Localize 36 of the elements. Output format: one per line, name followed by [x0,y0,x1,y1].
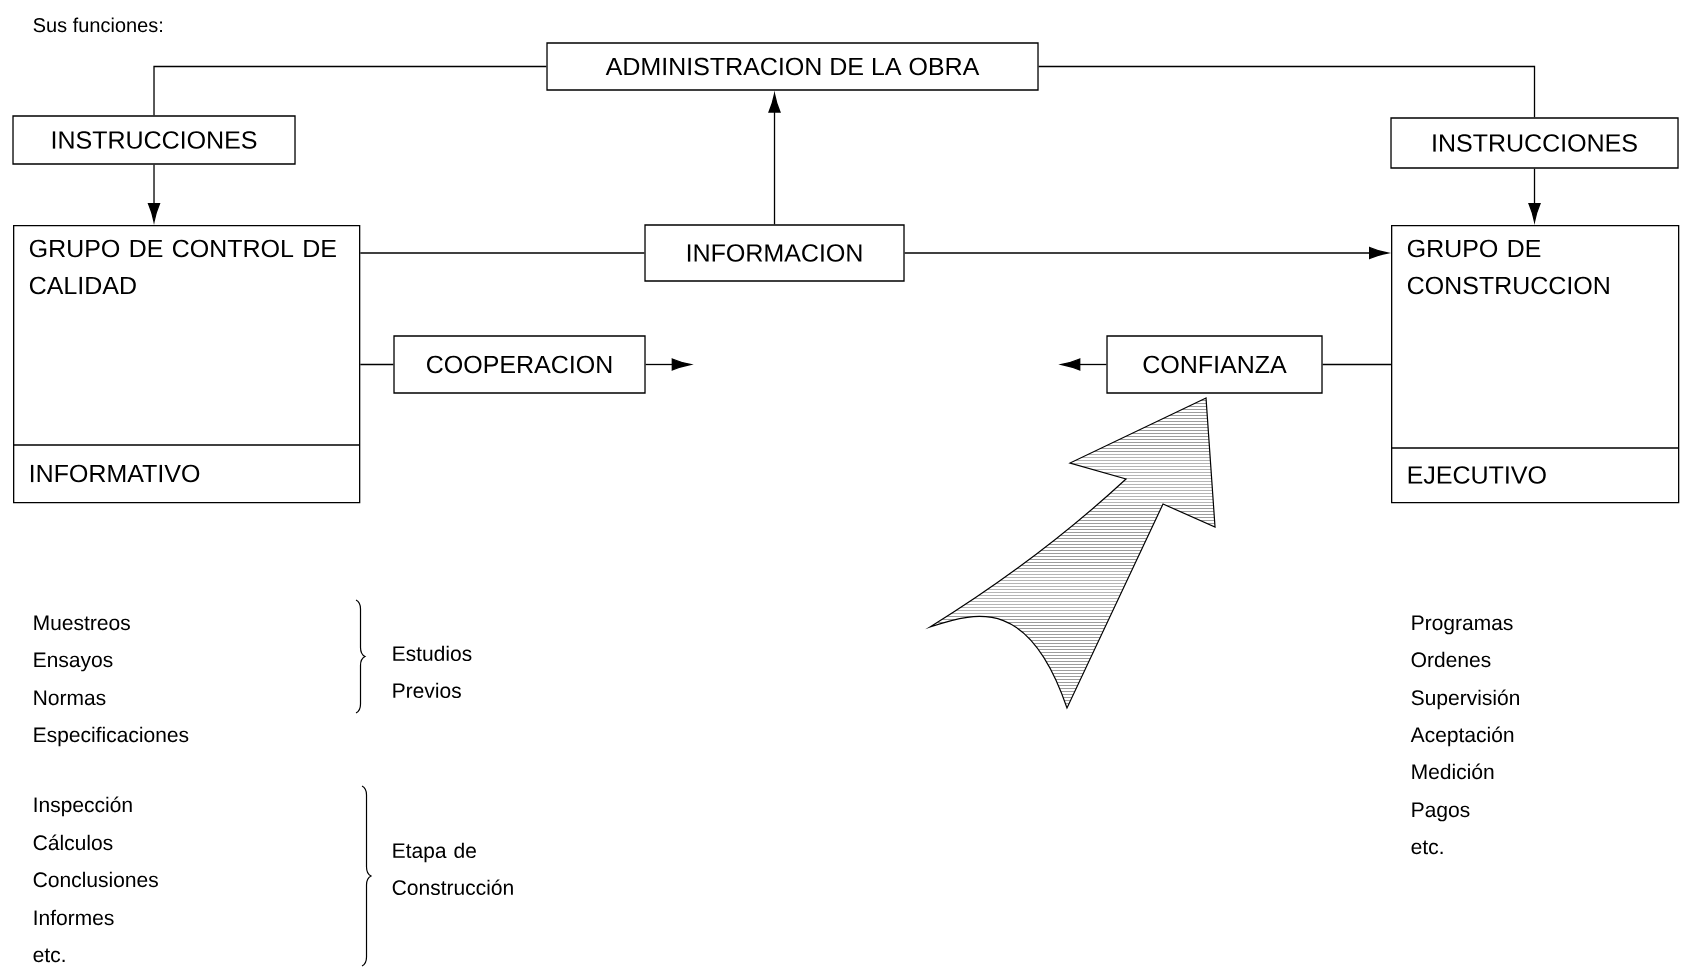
label-box: CONFIANZA [1106,335,1323,394]
list-item: Conclusiones [33,871,158,888]
heading-text: Sus funciones: [33,17,162,33]
list-item: Cálculos [33,834,113,851]
connector-line [359,252,645,254]
list-item: etc. [1411,840,1443,855]
list-item: Normas [34,690,106,706]
list-item: Especificaciones [34,726,189,747]
list-item: Pagos [1412,802,1470,822]
arrow [147,164,161,223]
list-item: Ordenes [1411,651,1491,668]
arrow [1528,168,1541,223]
label-box: COOPERACION [393,335,646,394]
group-label: Estudios Previos [393,645,472,699]
list-item: Informes [34,909,114,926]
label-box: ADMINISTRACION DE LA OBRA [546,42,1039,91]
list-item: Programas [1412,615,1513,635]
label-box: INSTRUCCIONES [12,115,296,165]
label-box: INSTRUCCIONES [1390,117,1679,169]
list-item: Ensayos [34,652,113,672]
group-box: GRUPO DE CONTROL DE CALIDAD INFORMATIVO [12,225,361,504]
connector-line [1322,363,1392,366]
arrow [768,93,781,225]
arrow [904,246,1389,260]
group-box: GRUPO DE CONSTRUCCION EJECUTIVO [1390,225,1680,504]
label-box: INFORMACION [644,224,905,282]
list-item: Supervisión [1411,689,1519,710]
list-item: etc. [33,948,65,963]
list-item: Inspección [34,796,132,817]
connector-line [359,363,394,366]
list-item: Medición [1412,763,1494,780]
connector-line [1038,65,1536,118]
group-label: Etapa de Construcción [392,842,513,896]
list-item: Aceptación [1410,726,1514,747]
list-item: Muestreos [34,615,130,631]
connector-line [153,65,547,116]
